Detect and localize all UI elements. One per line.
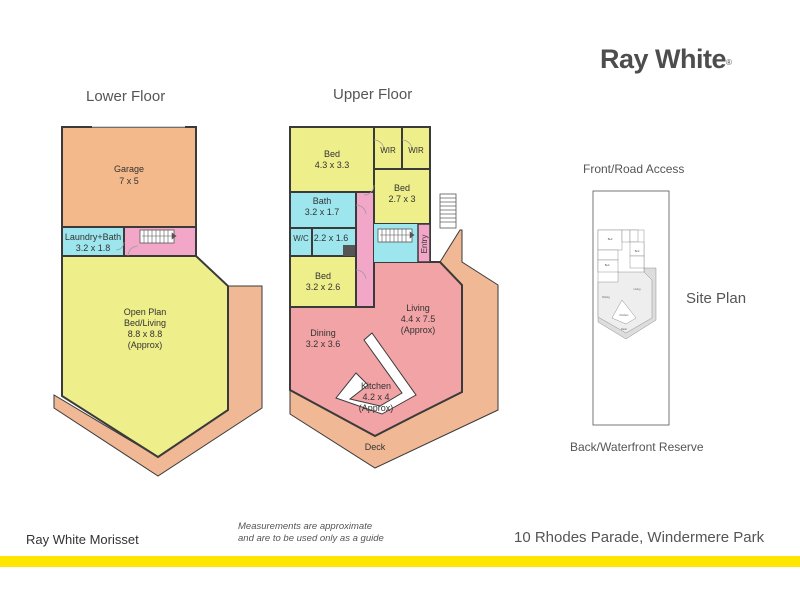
lower-stair-treads: [139, 229, 177, 244]
site-plan-title: Site Plan: [686, 290, 747, 307]
bed3-size: 3.2 x 2.6: [306, 282, 341, 292]
bed2-label: Bed: [394, 183, 410, 193]
dining-size: 3.2 x 3.6: [306, 339, 341, 349]
bed3-label: Bed: [315, 271, 331, 281]
upper-stair-treads: [377, 228, 415, 243]
agency-name: Ray White Morisset: [26, 532, 139, 547]
open-plan-room: [61, 255, 229, 459]
svg-text:Bed: Bed: [605, 263, 610, 267]
ray-white-logo: Ray White®: [600, 44, 732, 74]
hall-size: 2.2 x 1.6: [314, 233, 349, 243]
bed2-size: 2.7 x 3: [388, 194, 415, 204]
measurement-note-line-2: and are to be used only as a guide: [238, 533, 384, 544]
kitchen-bench: [335, 332, 417, 415]
deck-label: Deck: [365, 442, 386, 452]
garage-label: Garage: [114, 164, 144, 174]
garage-size: 7 x 5: [119, 176, 139, 186]
open-plan-note: (Approx): [128, 340, 163, 350]
property-address: 10 Rhodes Parade, Windermere Park: [514, 529, 765, 546]
wir-room-2: [401, 126, 431, 170]
living-label: Living: [406, 303, 430, 313]
living-size: 4.4 x 7.5: [401, 314, 436, 324]
svg-text:Bed: Bed: [635, 249, 640, 253]
svg-text:Bed: Bed: [608, 237, 613, 241]
kitchen-size: 4.2 x 4: [362, 392, 389, 402]
kitchen-label: Kitchen: [361, 381, 391, 391]
bath-label: Bath: [313, 196, 332, 206]
site-house-footprint: [597, 229, 657, 340]
site-front-label: Front/Road Access: [583, 162, 685, 176]
lower-floor-plan: Garage 7 x 5 Laundry+Bath 3.2 x 1.8 Open…: [53, 124, 263, 477]
bed1-size: 4.3 x 3.3: [315, 160, 350, 170]
laundry-label: Laundry+Bath: [65, 232, 121, 242]
open-plan-label-1: Open Plan: [124, 307, 167, 317]
wir1-label: WIR: [380, 146, 396, 155]
lower-floor-title: Lower Floor: [86, 88, 166, 105]
site-back-label: Back/Waterfront Reserve: [570, 440, 704, 454]
living-note: (Approx): [401, 325, 436, 335]
entry-label: Entry: [420, 235, 429, 254]
external-stairs: [439, 193, 457, 229]
upper-hallway: [355, 191, 375, 308]
measurement-note-line-1: Measurements are approximate: [238, 521, 373, 532]
bed-room-3: [289, 255, 357, 308]
measurement-note: Measurements are approximate and are to …: [238, 521, 438, 545]
svg-text:Deck: Deck: [621, 327, 628, 331]
svg-text:Living: Living: [634, 287, 641, 291]
open-plan-label-2: Bed/Living: [124, 318, 166, 328]
bed-room-1: [289, 126, 375, 193]
dining-label: Dining: [310, 328, 336, 338]
site-plan-drawing: Bed Bed Bed Living Dining Kitchen Deck: [592, 190, 670, 426]
bed1-label: Bed: [324, 149, 340, 159]
entry-area: [417, 223, 431, 263]
upper-floor-title: Upper Floor: [333, 86, 413, 103]
wall-block: [343, 245, 355, 256]
brand-accent-bar: [0, 556, 800, 567]
upper-floor-plan: Bed 4.3 x 3.3 WIR WIR Bed 2.7 x 3 Bath 3…: [289, 126, 499, 469]
kitchen-note: (Approx): [359, 403, 394, 413]
open-plan-size: 8.8 x 8.8: [128, 329, 163, 339]
wc-label: W/C: [293, 234, 309, 243]
bed-room-2: [373, 168, 431, 225]
bath-size: 3.2 x 1.7: [305, 207, 340, 217]
svg-text:Dining: Dining: [602, 295, 610, 299]
svg-text:Kitchen: Kitchen: [620, 313, 629, 317]
wir2-label: WIR: [408, 146, 424, 155]
laundry-size: 3.2 x 1.8: [76, 243, 111, 253]
